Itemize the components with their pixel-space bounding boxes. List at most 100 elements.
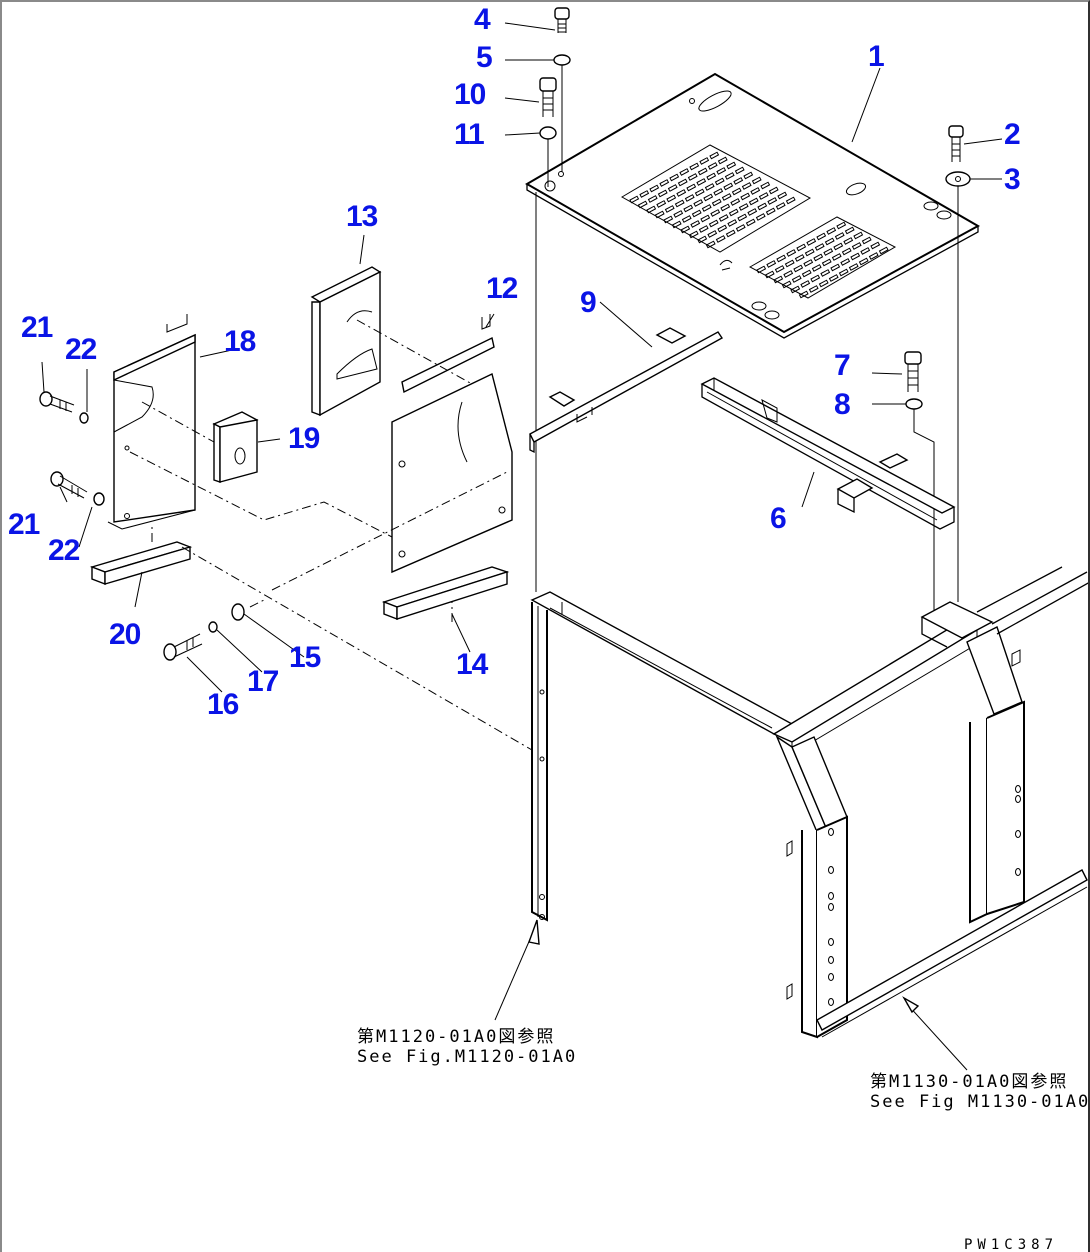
callout-7[interactable]: 7 <box>834 349 851 382</box>
grating-slot <box>698 225 709 233</box>
grating-slot <box>709 151 720 160</box>
callout-21-upper[interactable]: 21 <box>21 311 53 344</box>
grating-slot <box>810 274 821 283</box>
bolt-21-lower <box>50 471 88 499</box>
callout-3[interactable]: 3 <box>1004 163 1021 196</box>
callout-1[interactable]: 1 <box>868 40 885 73</box>
grating-slot <box>714 177 725 186</box>
grating-slot <box>649 184 660 193</box>
grating-slot <box>707 162 718 170</box>
callout-11[interactable]: 11 <box>454 118 485 151</box>
grating-slot <box>878 246 889 255</box>
grating-slot <box>800 280 811 288</box>
grating-slot <box>639 190 650 198</box>
frame-hole <box>828 938 834 946</box>
reference-note-left: 第M1120-01A0図参照 See Fig.M1120-01A0 <box>357 1027 577 1067</box>
grating-slot <box>629 195 640 204</box>
reference-arrow-right <box>902 996 968 1071</box>
grating-slot <box>713 188 724 196</box>
reference-en: See Fig.M1120-01A0 <box>357 1047 578 1067</box>
grating-slot <box>664 205 675 213</box>
cover-plate-12 <box>391 314 513 574</box>
frame-hole <box>828 866 834 874</box>
bolt-10 <box>539 77 557 117</box>
grating-slot <box>693 199 704 207</box>
bolt-2 <box>948 125 964 162</box>
cover-plate-18 <box>107 314 196 530</box>
grating-slot <box>745 218 756 227</box>
grating-slot <box>697 167 708 176</box>
callout-13[interactable]: 13 <box>346 200 378 233</box>
grating-slot <box>688 230 699 239</box>
grating-slot <box>680 225 691 234</box>
callout-19[interactable]: 19 <box>288 422 320 455</box>
washer-5 <box>553 54 571 66</box>
grating-slot <box>785 196 796 205</box>
floor-plate <box>525 72 981 339</box>
grating-slot <box>790 285 801 294</box>
grating-slot <box>816 232 827 241</box>
grating-slot <box>783 270 794 278</box>
support-bracket-9 <box>529 327 724 454</box>
grating-slot <box>840 258 851 266</box>
callout-15[interactable]: 15 <box>289 641 321 674</box>
callout-18[interactable]: 18 <box>224 325 256 358</box>
frame-hole <box>828 903 834 911</box>
block-14 <box>381 566 510 621</box>
grating-slot <box>776 254 787 263</box>
grating-slot <box>687 173 698 181</box>
frame-hole <box>828 973 834 981</box>
grating-slot <box>696 178 707 186</box>
callout-20[interactable]: 20 <box>109 618 141 651</box>
callout-9[interactable]: 9 <box>580 286 597 319</box>
grating-slot <box>730 198 741 206</box>
callout-10[interactable]: 10 <box>454 78 486 111</box>
grating-slot <box>704 183 715 191</box>
grating-slot <box>798 290 809 299</box>
bolt-7 <box>904 351 922 392</box>
callout-17[interactable]: 17 <box>247 665 279 698</box>
grating-slot <box>838 268 849 277</box>
grating-slot <box>694 188 705 197</box>
callout-14[interactable]: 14 <box>456 648 488 681</box>
grating-slot <box>781 280 792 289</box>
grating-slot <box>813 253 824 262</box>
grating-slot <box>743 171 754 180</box>
callout-6[interactable]: 6 <box>770 502 787 535</box>
grating-slot <box>711 198 722 207</box>
grating-slot <box>826 227 837 235</box>
grating-slot <box>777 191 788 200</box>
grating-slot <box>656 200 667 208</box>
frame-hole <box>1015 868 1021 876</box>
callout-16[interactable]: 16 <box>207 688 239 721</box>
callout-5[interactable]: 5 <box>476 41 493 74</box>
callout-2[interactable]: 2 <box>1004 118 1021 151</box>
grating-slot <box>828 274 839 282</box>
grating-slot <box>834 232 845 240</box>
grating-slot <box>793 264 804 273</box>
grating-slot <box>851 242 862 250</box>
grating-slot <box>717 156 728 165</box>
grating-slot <box>701 204 712 212</box>
block-20 <box>89 541 193 586</box>
grating-slot <box>646 205 657 214</box>
grating-slot <box>689 162 700 171</box>
grating-slot <box>774 265 785 273</box>
callout-4[interactable]: 4 <box>474 3 491 36</box>
grating-slot <box>794 254 805 262</box>
grating-slot <box>676 189 687 197</box>
grating-slot <box>726 161 737 170</box>
grating-slot <box>750 187 761 195</box>
grating-slot <box>708 219 719 228</box>
callout-22-lower[interactable]: 22 <box>48 534 80 567</box>
grating-slot <box>814 243 825 251</box>
grating-slot <box>868 252 879 260</box>
callout-21-lower[interactable]: 21 <box>8 508 40 541</box>
grating-slot <box>723 182 734 191</box>
callout-22-upper[interactable]: 22 <box>65 333 97 366</box>
grating-slot <box>775 202 786 210</box>
grating-slot <box>773 275 784 284</box>
callout-12[interactable]: 12 <box>486 272 518 305</box>
grating-slot <box>691 209 702 218</box>
callout-8[interactable]: 8 <box>834 388 851 421</box>
